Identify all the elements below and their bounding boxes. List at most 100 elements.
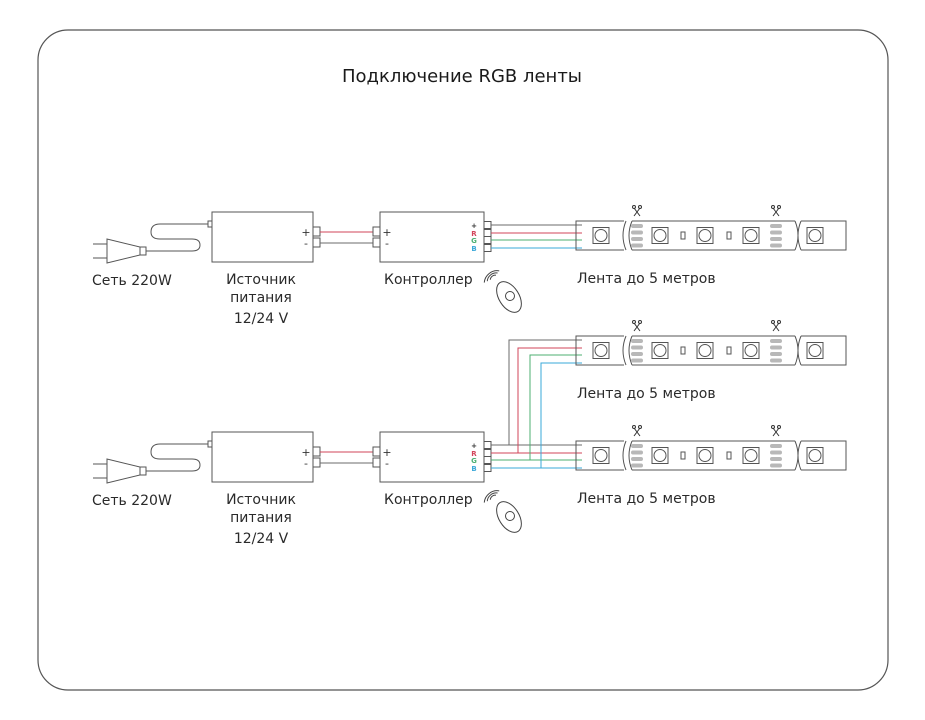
psu-terminal <box>312 457 321 468</box>
resistor <box>680 451 686 460</box>
power-supply <box>211 211 314 263</box>
scissors-icon <box>632 425 642 437</box>
led-body <box>806 447 824 464</box>
led-lens <box>594 229 608 242</box>
led-body <box>592 227 610 244</box>
scissors-handle <box>771 320 775 324</box>
led-body <box>742 342 760 359</box>
controller-output-terminal <box>483 441 492 449</box>
cut-gap <box>628 440 633 471</box>
mains-label: Сеть 220W <box>92 493 172 509</box>
solder-pad <box>631 230 643 235</box>
controller-output-label: + <box>471 442 477 450</box>
led-lens <box>698 344 712 357</box>
scissors-blade <box>772 427 780 437</box>
solder-pad <box>770 444 782 448</box>
plug-pin <box>93 243 107 259</box>
remote-control-icon <box>496 281 522 313</box>
led-lens <box>744 449 758 462</box>
led-icon <box>651 447 669 464</box>
remote-control-icon <box>496 501 522 533</box>
cut-gap <box>622 220 627 251</box>
solder-pad <box>631 224 643 228</box>
controller-output-terminal <box>483 236 492 244</box>
scissors-icon <box>771 425 781 437</box>
led-body <box>806 342 824 359</box>
controller-input-terminal <box>372 226 381 237</box>
psu-voltage-label: 12/24 V <box>234 531 289 547</box>
scissors-handle <box>638 320 642 324</box>
led-icon <box>806 227 824 244</box>
scissors-handle <box>632 205 636 209</box>
remote-button <box>505 511 515 521</box>
mains-cord <box>146 443 208 472</box>
psu-minus-label: - <box>304 237 308 250</box>
psu-plus-label: + <box>301 446 310 459</box>
strip-edge <box>575 440 624 471</box>
scissors-blade <box>633 207 641 217</box>
cut-gap <box>628 335 633 366</box>
led-body <box>651 447 669 464</box>
scissors-handle <box>632 425 636 429</box>
led-icon <box>592 227 610 244</box>
strip-edge <box>575 335 624 366</box>
controller-plus-label: + <box>382 226 391 239</box>
plug-pin <box>93 463 107 479</box>
plug-icon <box>93 238 147 264</box>
signal-arc <box>483 270 500 283</box>
led-icon <box>806 342 824 359</box>
scissors-handle <box>638 425 642 429</box>
scissors-icon <box>632 320 642 332</box>
led-lens <box>653 344 667 357</box>
scissors-handle <box>777 205 781 209</box>
psu-terminal <box>312 446 321 457</box>
solder-pad <box>631 463 643 468</box>
psu-terminal <box>312 226 321 237</box>
solder-pad <box>631 352 643 356</box>
controller-output-terminal <box>483 229 492 237</box>
led-icon <box>592 342 610 359</box>
resistor <box>680 231 686 240</box>
led-icon <box>742 447 760 464</box>
led-icon <box>696 447 714 464</box>
scissors-blade <box>772 207 780 217</box>
signal-arc <box>489 274 497 280</box>
solder-pad <box>770 352 782 356</box>
led-body <box>806 227 824 244</box>
scissors-handle <box>771 205 775 209</box>
solder-pad <box>770 237 782 241</box>
led-lens <box>808 449 822 462</box>
led-lens <box>653 449 667 462</box>
scissors-handle <box>771 425 775 429</box>
branch-wire <box>517 347 582 453</box>
controller-input-terminal <box>372 237 381 248</box>
led-lens <box>653 229 667 242</box>
wireless-signal-icon <box>483 490 500 503</box>
solder-pad <box>770 230 782 235</box>
controller-output-label: G <box>471 457 477 465</box>
plug-neck <box>139 246 147 256</box>
led-lens <box>808 344 822 357</box>
led-icon <box>696 227 714 244</box>
psu-voltage-label: 12/24 V <box>234 311 289 327</box>
cut-gap <box>797 335 802 366</box>
solder-pad <box>770 457 782 461</box>
psu-plus-label: + <box>301 226 310 239</box>
controller-input-terminal <box>372 457 381 468</box>
solder-pad <box>770 243 782 248</box>
signal-arc <box>483 490 500 503</box>
psu-label: Источник <box>226 492 296 508</box>
solder-pad <box>770 358 782 363</box>
solder-pad <box>770 224 782 228</box>
controller-input-terminal <box>372 446 381 457</box>
controller-output-label: B <box>471 245 476 253</box>
psu-label: питания <box>230 290 292 306</box>
solder-pad <box>631 457 643 461</box>
led-icon <box>742 227 760 244</box>
psu-minus-label: - <box>304 457 308 470</box>
branch-wire <box>529 354 582 460</box>
cut-gap <box>628 220 633 251</box>
strip-edge <box>632 335 795 366</box>
psu-input-connector <box>207 220 213 228</box>
